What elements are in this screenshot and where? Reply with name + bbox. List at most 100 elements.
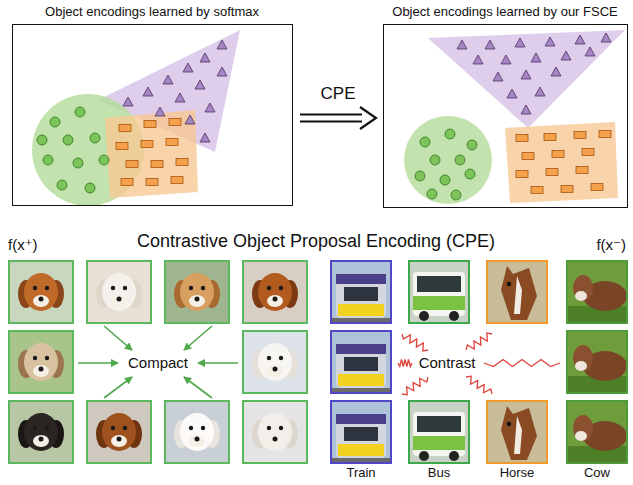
dot-marker xyxy=(75,107,85,117)
bus-band xyxy=(413,296,465,310)
dog-eye xyxy=(267,286,271,290)
photo-tile xyxy=(486,260,548,324)
photo-ground xyxy=(330,400,392,464)
dog-eye xyxy=(189,426,193,430)
compact-arrow xyxy=(78,362,118,364)
dog-eye xyxy=(189,286,193,290)
rect-marker xyxy=(561,186,573,193)
dog-eye xyxy=(201,426,205,430)
dot-marker xyxy=(455,155,465,165)
rect-marker xyxy=(169,119,181,126)
rect-marker xyxy=(574,132,586,139)
dog-head xyxy=(180,273,214,311)
photo-ground xyxy=(408,260,470,324)
dot-marker xyxy=(445,129,455,139)
section-title: Contrastive Object Proposal Encoding (CP… xyxy=(135,231,497,252)
triangle-marker xyxy=(163,75,173,84)
triangle-marker xyxy=(143,87,153,96)
class-label: Cow xyxy=(582,466,612,481)
photo-border xyxy=(9,401,73,463)
encoding-box: Object encodings learned by our FSCE xyxy=(383,24,628,208)
dog-head xyxy=(24,343,58,381)
photo-tile xyxy=(408,260,470,324)
arrow-head xyxy=(360,107,376,129)
photo-border xyxy=(243,331,307,393)
train-front xyxy=(338,444,384,456)
photo-ground xyxy=(86,400,152,464)
photo-border xyxy=(165,401,229,463)
dog-nose xyxy=(117,297,122,302)
train-stripe xyxy=(336,274,386,284)
rect-marker xyxy=(141,141,153,148)
dot-marker xyxy=(467,140,477,150)
rect-marker xyxy=(516,171,528,178)
triangle-marker xyxy=(473,55,483,64)
dog-eye xyxy=(201,286,205,290)
photo-ground xyxy=(242,260,308,324)
photo-border xyxy=(87,401,151,463)
dot-marker xyxy=(451,190,461,200)
class-label: Horse xyxy=(498,466,537,481)
cow-muzzle xyxy=(575,431,587,441)
photo-tile xyxy=(8,330,74,394)
class-label: Bus xyxy=(426,466,452,481)
dog-nose xyxy=(195,437,200,442)
rect-marker xyxy=(531,187,543,194)
rect-marker xyxy=(522,153,534,160)
triangle-marker xyxy=(175,93,185,102)
class-region xyxy=(105,110,198,198)
dog-head xyxy=(180,413,214,451)
triangle-marker xyxy=(457,40,467,49)
dog-eye xyxy=(123,426,127,430)
train-stripe xyxy=(336,344,386,354)
contrast-zigzag xyxy=(484,360,560,367)
train-body xyxy=(336,274,386,318)
contrast-zigzag xyxy=(466,376,492,394)
dot-marker xyxy=(63,135,73,145)
dog-eye xyxy=(45,286,49,290)
dog-eye xyxy=(33,286,37,290)
cpe-arrow xyxy=(300,107,376,129)
photo-border xyxy=(87,261,151,323)
rect-marker xyxy=(151,161,163,168)
bus-wheel xyxy=(449,451,459,461)
dog-eye xyxy=(33,426,37,430)
rect-marker xyxy=(591,184,603,191)
train-window xyxy=(344,427,378,441)
train-front xyxy=(338,304,384,316)
bus-body xyxy=(413,272,465,316)
dog-nose xyxy=(273,367,278,372)
photo-border xyxy=(331,401,391,463)
photo-tile xyxy=(86,400,152,464)
photo-tile xyxy=(486,400,548,464)
dog-muzzle xyxy=(33,435,49,447)
dog-head xyxy=(24,413,58,451)
dog-muzzle xyxy=(267,295,283,307)
dot-marker xyxy=(57,180,67,190)
triangle-marker xyxy=(205,103,215,112)
photo-tile xyxy=(242,330,308,394)
photo-ground xyxy=(164,260,230,324)
photo-border xyxy=(243,261,307,323)
cow-head xyxy=(573,275,593,301)
dot-marker xyxy=(37,135,47,145)
triangle-marker xyxy=(183,63,193,72)
triangle-marker xyxy=(185,115,195,124)
photo-border xyxy=(331,261,391,323)
photo-ground xyxy=(164,400,230,464)
rect-marker xyxy=(544,134,556,141)
triangle-marker xyxy=(535,87,545,96)
triangle-marker xyxy=(561,51,571,60)
photo-border xyxy=(409,261,469,323)
triangle-marker xyxy=(507,89,517,98)
rect-marker xyxy=(576,167,588,174)
rect-marker xyxy=(126,161,138,168)
dot-marker xyxy=(440,175,450,185)
rect-marker xyxy=(146,179,158,186)
cow-head xyxy=(573,345,593,371)
dog-eye xyxy=(111,426,115,430)
photo-ground xyxy=(486,400,548,464)
triangle-marker xyxy=(200,133,210,142)
photo-ground xyxy=(242,330,308,394)
rect-marker xyxy=(121,179,133,186)
